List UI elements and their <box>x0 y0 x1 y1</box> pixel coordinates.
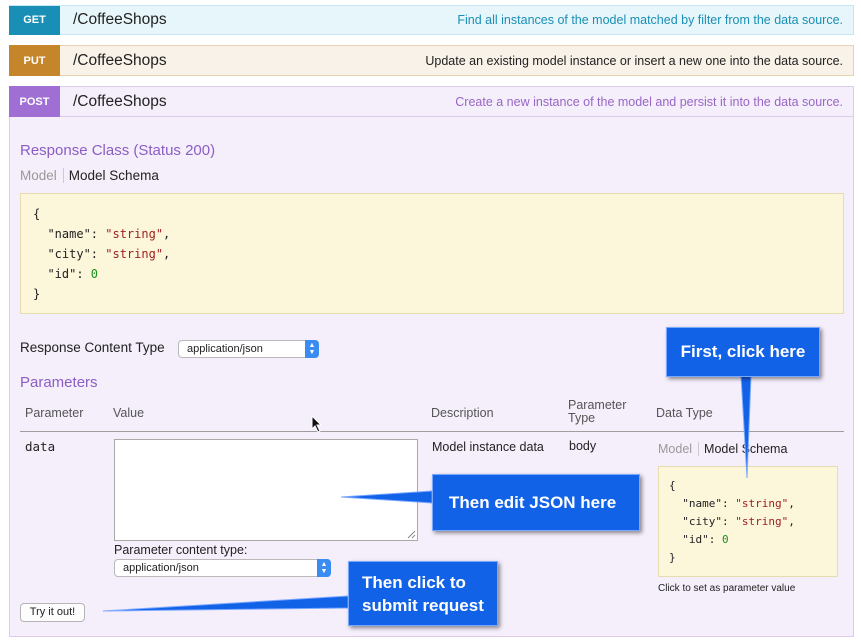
param-type: body <box>569 439 597 453</box>
method-badge-post[interactable]: POST <box>9 86 60 117</box>
col-header-description: Description <box>431 406 494 420</box>
select-value: application/json <box>187 343 263 355</box>
operation-post-coffeeshops[interactable]: POST /CoffeeShops Create a new instance … <box>9 86 854 117</box>
operation-path[interactable]: /CoffeeShops <box>73 11 167 28</box>
schema-click-hint: Click to set as parameter value <box>658 583 796 594</box>
tab-model-schema[interactable]: Model Schema <box>68 168 159 183</box>
try-it-out-button[interactable]: Try it out! <box>20 603 85 622</box>
arrow-edit <box>340 490 433 504</box>
callout-submit: Then click to submit request <box>348 561 498 626</box>
callout-first-click: First, click here <box>666 327 820 377</box>
operation-summary[interactable]: Update an existing model instance or ins… <box>425 53 843 68</box>
select-arrows-icon: ▲▼ <box>317 559 331 577</box>
mouse-cursor-icon <box>311 415 323 433</box>
response-class-title: Response Class (Status 200) <box>20 142 216 159</box>
method-badge-get[interactable]: GET <box>9 5 60 35</box>
arrow-first <box>740 375 752 479</box>
response-content-type-select[interactable]: application/json ▲▼ <box>178 340 319 358</box>
param-model-schema[interactable]: { "name": "string", "city": "string", "i… <box>658 466 838 577</box>
col-header-parameter: Parameter <box>25 406 84 420</box>
tab-model[interactable]: Model <box>20 168 64 183</box>
operation-summary[interactable]: Create a new instance of the model and p… <box>455 94 843 109</box>
response-model-schema: { "name": "string", "city": "string", "i… <box>20 193 844 314</box>
operation-path[interactable]: /CoffeeShops <box>73 51 167 69</box>
col-header-value: Value <box>113 406 145 420</box>
parameters-title: Parameters <box>20 374 98 391</box>
param-description: Model instance data <box>432 440 544 454</box>
tab-model[interactable]: Model <box>658 442 700 456</box>
select-value: application/json <box>123 562 199 574</box>
operation-put-coffeeshops[interactable]: PUT /CoffeeShops Update an existing mode… <box>9 45 854 76</box>
arrow-submit <box>102 595 349 612</box>
param-value-textarea[interactable] <box>114 439 418 541</box>
select-arrows-icon: ▲▼ <box>305 340 319 358</box>
response-model-tabs: Model Model Schema <box>20 168 159 183</box>
param-content-type-label: Parameter content type: <box>114 543 248 557</box>
callout-edit-json: Then edit JSON here <box>432 474 640 531</box>
col-header-data-type: Data Type <box>656 406 713 420</box>
param-content-type-select[interactable]: application/json ▲▼ <box>114 559 331 577</box>
method-badge-put[interactable]: PUT <box>9 45 60 76</box>
table-header-divider <box>20 431 844 432</box>
operation-get-coffeeshops[interactable]: GET /CoffeeShops Find all instances of t… <box>9 5 854 35</box>
param-name: data <box>25 439 56 454</box>
operation-path[interactable]: /CoffeeShops <box>73 92 167 110</box>
operation-summary[interactable]: Find all instances of the model matched … <box>457 13 843 27</box>
resize-grip-icon[interactable] <box>407 530 416 539</box>
response-content-type-label: Response Content Type <box>20 340 165 355</box>
